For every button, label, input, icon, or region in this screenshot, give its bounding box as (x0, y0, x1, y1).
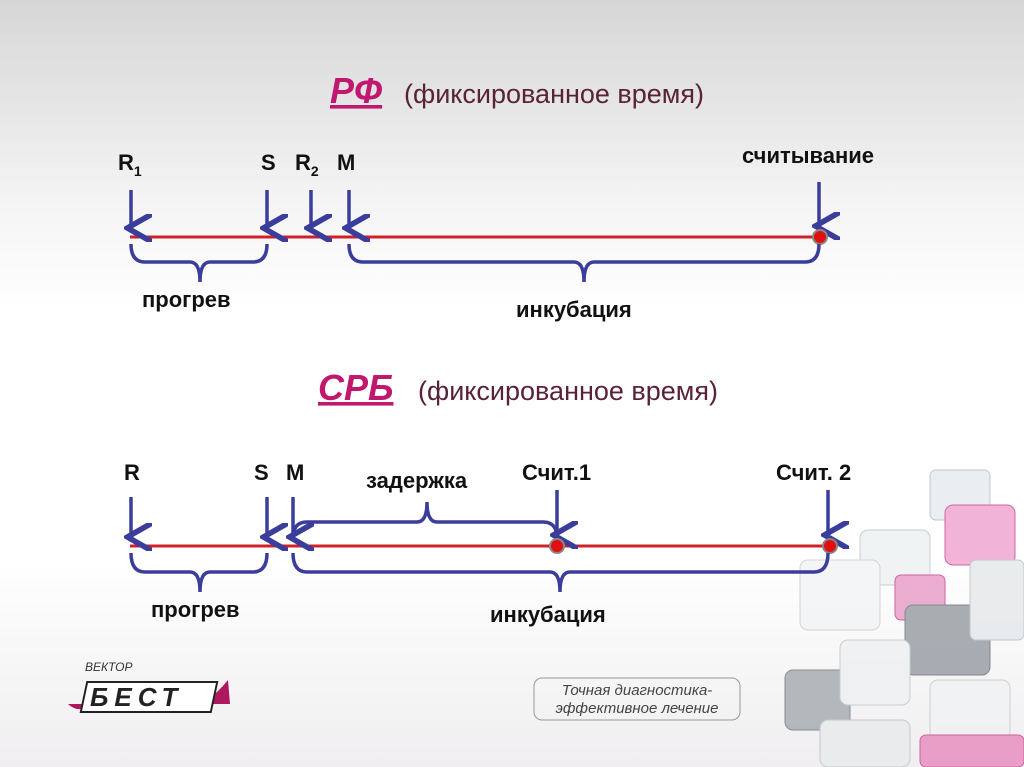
read2-point (822, 538, 838, 554)
label-heating: прогрев (151, 597, 240, 622)
crp-title-sub: (фиксированное время) (418, 376, 718, 406)
label-read: считывание (742, 143, 874, 168)
label-r2: R2 (295, 150, 319, 179)
label-s: S (254, 460, 269, 485)
diagram-crp: СРБ (фиксированное время) R S M задержка… (124, 367, 851, 627)
svg-text:эффективное лечение: эффективное лечение (556, 700, 719, 717)
rf-title-sub: (фиксированное время) (404, 79, 704, 109)
svg-text:ВЕКТОР: ВЕКТОР (85, 660, 132, 674)
svg-text:БЕСТ: БЕСТ (90, 682, 183, 712)
svg-text:Точная диагностика-: Точная диагностика- (562, 682, 713, 699)
label-delay: задержка (366, 468, 468, 493)
brace-delay (291, 501, 559, 539)
brace-heating (129, 552, 269, 593)
rf-title: РФ (330, 70, 382, 111)
brace-incubation (291, 552, 830, 593)
label-incubation: инкубация (490, 602, 606, 627)
brace-heating (129, 243, 269, 283)
diagram-rf: РФ (фиксированное время) R1 S R2 M считы… (118, 70, 874, 322)
label-r1: R1 (118, 150, 142, 179)
crp-title: СРБ (318, 367, 394, 408)
label-s: S (261, 150, 276, 175)
label-incubation: инкубация (516, 297, 632, 322)
read1-point (549, 538, 565, 554)
label-read1: Счит.1 (522, 460, 591, 485)
decorative-glass-cubes (784, 469, 1024, 767)
label-r: R (124, 460, 140, 485)
read-point (812, 229, 828, 245)
slogan: Точная диагностика- эффективное лечение (533, 677, 741, 721)
label-m: M (286, 460, 304, 485)
brace-incubation (347, 243, 821, 283)
label-heating: прогрев (142, 287, 231, 312)
label-m: M (337, 150, 355, 175)
vector-best-logo: ВЕКТОР БЕСТ (68, 660, 230, 713)
label-read2: Счит. 2 (776, 460, 851, 485)
